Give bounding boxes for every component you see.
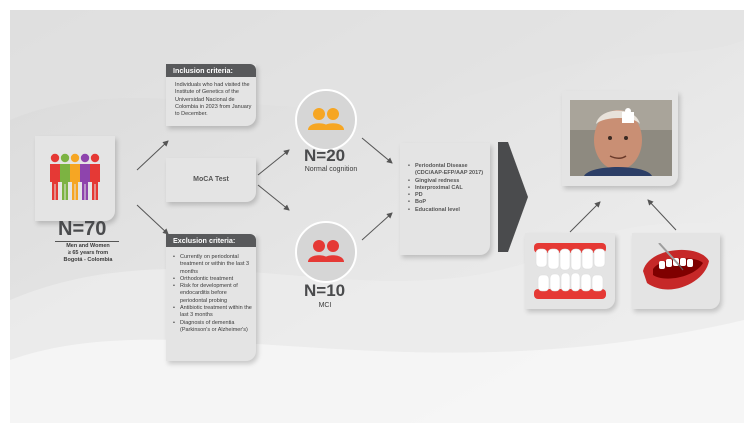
measure-item: BoP: [408, 199, 488, 207]
measure-item: Interproximal CAL: [408, 185, 488, 193]
measure-item: Periodontal Disease (CDC/AAP-EFP/AAP 201…: [408, 163, 488, 178]
person-head: [70, 153, 80, 163]
normal-cognition-icon: [295, 89, 357, 151]
person-head: [90, 153, 100, 163]
exclusion-title: Exclusion criteria:: [166, 234, 256, 247]
population-line1: Men and Women: [66, 243, 110, 249]
exclusion-item: Orthodontic treatment: [173, 276, 253, 284]
population-count: N=70: [58, 218, 107, 240]
teeth-gums-icon: [534, 243, 606, 299]
inclusion-title: Inclusion criteria:: [166, 64, 256, 77]
inclusion-text: Individuals who had visited the Institut…: [175, 82, 252, 118]
exclusion-list: Currently on periodontal treatment or wi…: [173, 254, 253, 334]
person-body: [80, 164, 90, 200]
mci-icon: [295, 221, 357, 283]
person-head: [60, 153, 70, 163]
exclusion-item: Currently on periodontal treatment or wi…: [173, 254, 253, 276]
moca-label: MoCA Test: [193, 176, 229, 183]
population-line3: Bogotá - Colombia: [63, 257, 113, 263]
normal-label: Normal cognition: [304, 166, 358, 173]
measure-item: PD: [408, 192, 488, 200]
moca-box: [166, 158, 256, 202]
normal-count: N=20: [304, 146, 346, 165]
person-body: [70, 164, 80, 200]
exclusion-item: Antibiotic treatment within the last 3 m…: [173, 305, 253, 320]
person-body: [60, 164, 70, 200]
exclusion-item: Diagnosis of dementia (Parkinson's or Al…: [173, 320, 253, 335]
person-body: [50, 164, 60, 200]
big-chevron-arrow: [498, 142, 528, 252]
mci-label: MCI: [318, 302, 332, 309]
elderly-man-puzzle-photo: [570, 100, 672, 176]
measure-item: Educational level: [408, 207, 488, 215]
measure-item: Gingival redness: [408, 178, 488, 186]
population-line2: ≥ 65 years from: [67, 250, 109, 256]
population-divider: [55, 241, 119, 242]
exclusion-item: Risk for development of endocarditis bef…: [173, 283, 253, 305]
person-body: [90, 164, 100, 200]
person-head: [80, 153, 90, 163]
mouth-probe-icon: [643, 243, 709, 290]
people-group-icon: [50, 153, 100, 200]
measures-list: Periodontal Disease (CDC/AAP-EFP/AAP 201…: [408, 163, 488, 214]
person-head: [50, 153, 60, 163]
mci-count: N=10: [304, 281, 346, 300]
